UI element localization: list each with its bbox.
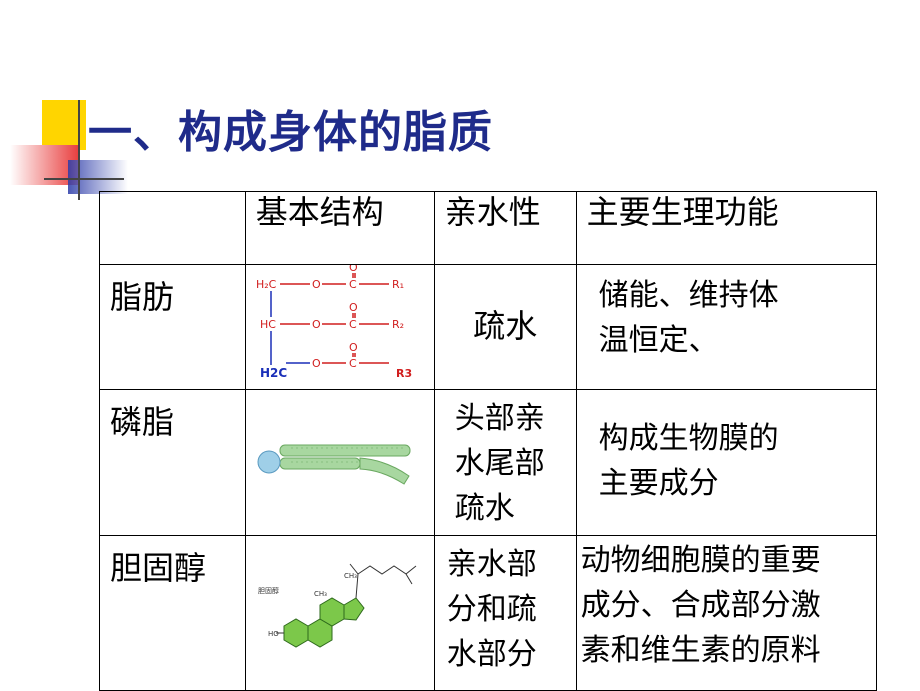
svg-text:HC: HC [260, 318, 276, 331]
table-row: 脂肪 H₂C HC O O O C C C O O O R₁ R₂ R3 [99, 261, 878, 390]
header-function: 主要生理功能 [575, 191, 878, 265]
svg-text:C: C [349, 318, 357, 331]
row-name-phospholipid: 磷脂 [99, 388, 246, 537]
svg-text:H2C: H2C [260, 366, 287, 378]
fat-hydrophilicity: 疏水 [433, 264, 577, 390]
svg-text:O: O [312, 318, 321, 331]
svg-text:O: O [312, 278, 321, 291]
svg-text:H₂C: H₂C [256, 278, 277, 291]
svg-text:CH₃: CH₃ [314, 590, 327, 598]
svg-text:HO: HO [268, 630, 279, 638]
row-name-fat: 脂肪 [99, 264, 246, 390]
phospholipid-hydrophilicity: 头部亲 水尾部 疏水 [433, 388, 577, 537]
lipid-table: 基本结构 亲水性 主要生理功能 脂肪 H₂C HC O O O C C C O … [99, 191, 878, 691]
header-hydrophilicity: 亲水性 [433, 191, 577, 265]
fat-structure-cell: H₂C HC O O O C C C O O O R₁ R₂ R3 H2C [244, 261, 435, 390]
svg-text:CH₃: CH₃ [344, 572, 357, 580]
cholesterol-hydrophilicity: 亲水部 分和疏 水部分 [433, 535, 577, 691]
row-name-cholesterol: 胆固醇 [99, 535, 246, 691]
cholesterol-structure-cell: 胆固醇 HO CH₃ CH₃ [244, 535, 435, 691]
page-title: 一、构成身体的脂质 [88, 107, 493, 158]
header-structure: 基本结构 [244, 191, 435, 265]
phospholipid-structure-cell [244, 388, 435, 537]
svg-text:R₁: R₁ [392, 278, 404, 291]
logo-decoration [10, 100, 128, 200]
table-row: 磷脂 头部亲 水尾部 疏水 [99, 388, 878, 537]
svg-text:R3: R3 [396, 367, 412, 378]
svg-text:胆固醇: 胆固醇 [258, 586, 279, 595]
svg-text:O: O [349, 341, 358, 354]
cholesterol-structure-image: 胆固醇 HO CH₃ CH₃ [258, 563, 417, 648]
svg-text:R₂: R₂ [392, 318, 404, 331]
header-empty [99, 191, 246, 265]
table-header-row: 基本结构 亲水性 主要生理功能 [99, 191, 878, 265]
phospholipid-structure-image [257, 444, 411, 485]
triglyceride-structure-image: H₂C HC O O O C C C O O O R₁ R₂ R3 H2C [256, 261, 412, 380]
table-row: 胆固醇 胆固醇 HO CH₃ CH₃ [99, 535, 878, 691]
svg-text:C: C [349, 278, 357, 291]
fat-function: 储能、维持体 温恒定、 [575, 264, 878, 390]
phospholipid-function: 构成生物膜的 主要成分 [575, 388, 878, 537]
svg-text:O: O [349, 265, 358, 274]
cholesterol-function: 动物细胞膜的重要 成分、合成部分激 素和维生素的原料 [575, 535, 878, 691]
svg-text:O: O [349, 301, 358, 314]
svg-text:C: C [349, 357, 357, 370]
svg-text:O: O [312, 357, 321, 370]
